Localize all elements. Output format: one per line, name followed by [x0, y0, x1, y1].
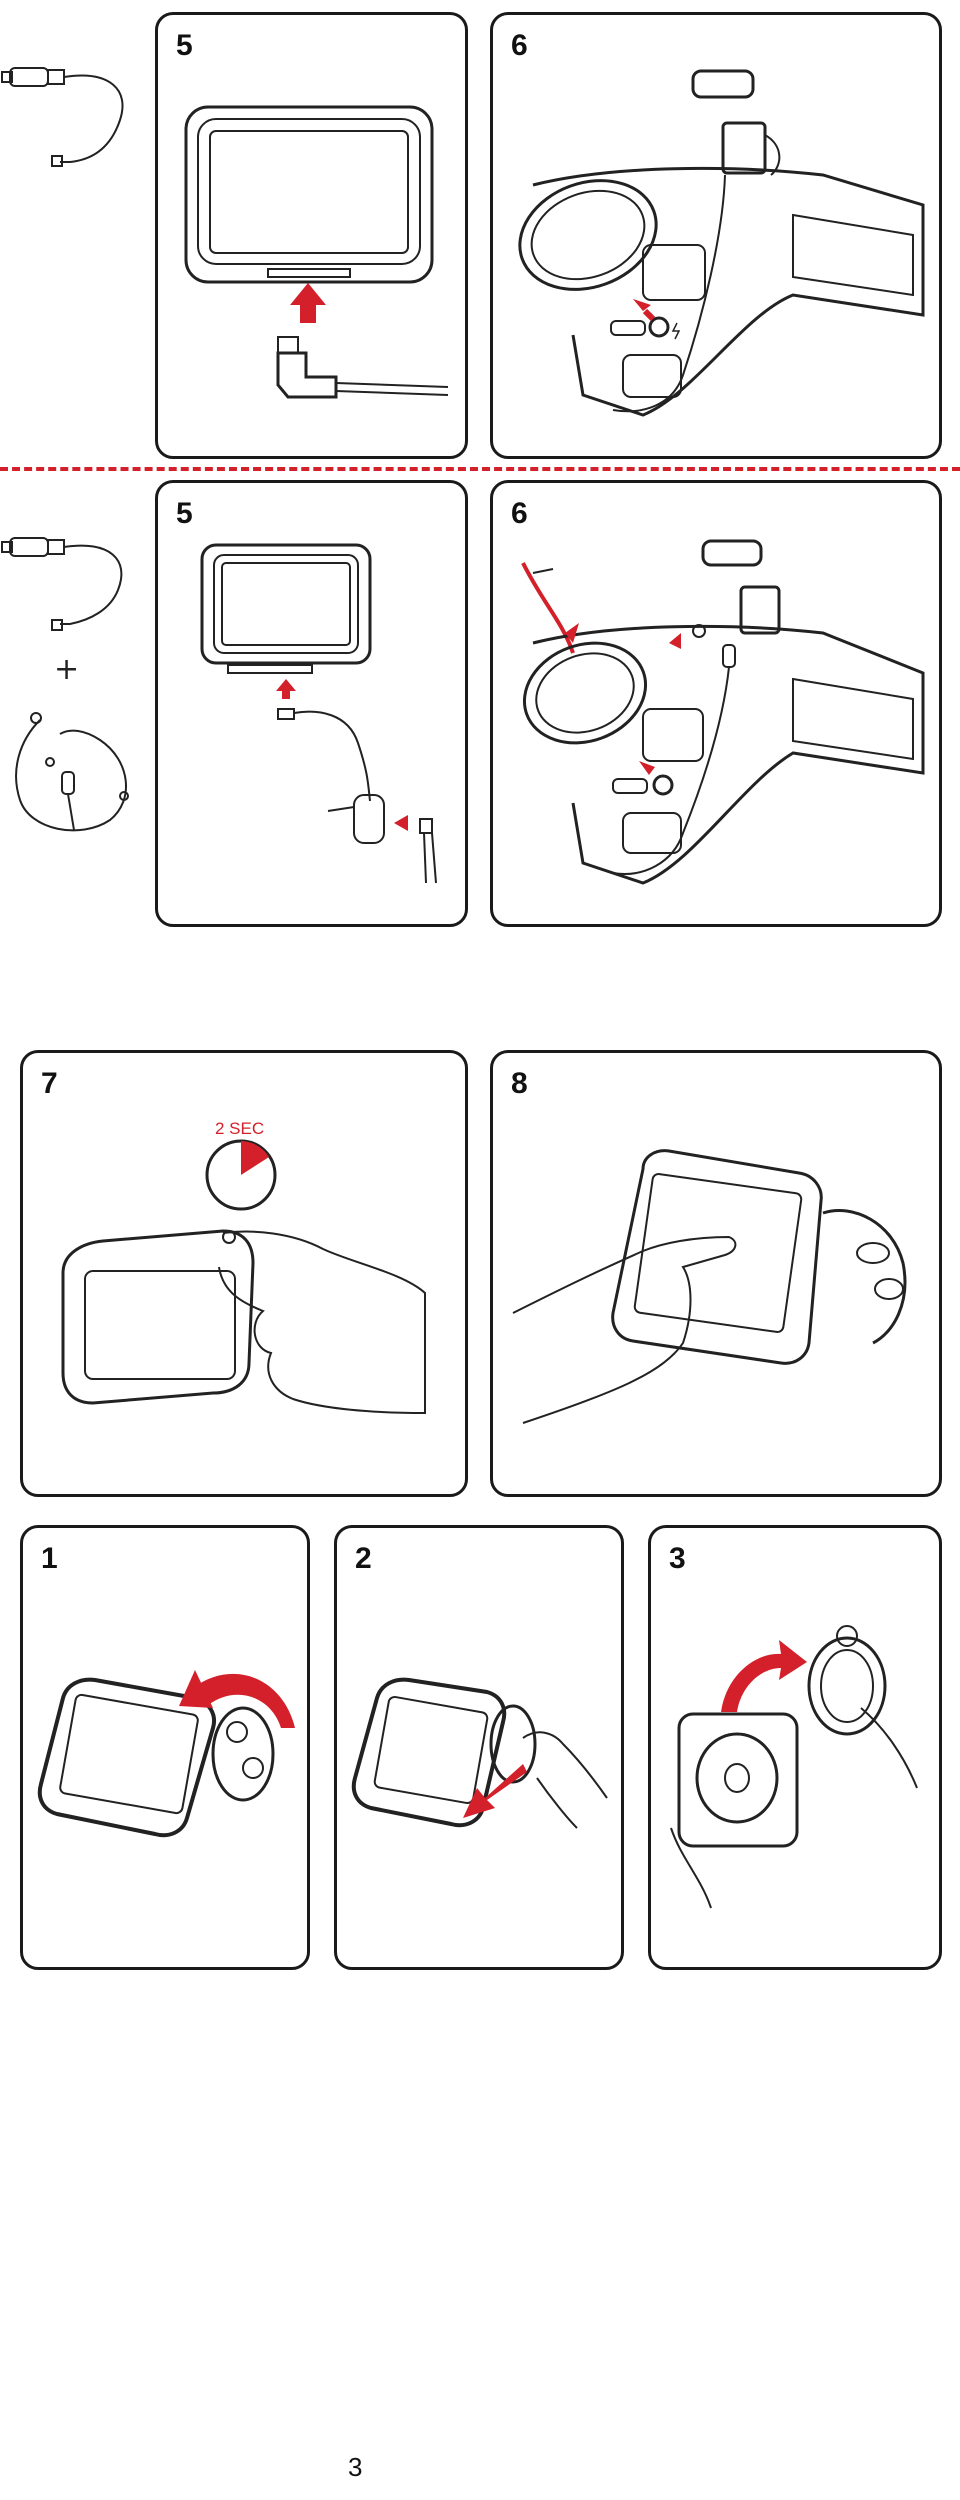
step-5-panel: 5: [155, 480, 468, 927]
step-number: 5: [176, 29, 193, 62]
touch-screen-illustration: [512, 1149, 907, 1424]
red-arrow-icon: [633, 299, 651, 311]
hand-icon: [218, 1230, 426, 1415]
red-arrow-icon: [565, 623, 579, 643]
step-6-panel: 6: [490, 12, 942, 459]
hand-icon: [522, 1731, 608, 1829]
hand-icon: [512, 1235, 737, 1424]
mount-icon: [695, 1732, 779, 1824]
release-mount-illustration: [351, 1677, 608, 1829]
step-number: 6: [511, 29, 528, 62]
step-8-panel: 8: [490, 1050, 942, 1497]
car-charger-icon: [1, 537, 123, 631]
device-with-cable-illustration: [184, 105, 449, 399]
red-arrow-icon: [276, 679, 296, 699]
antenna-cable-icon: [15, 712, 129, 832]
dashboard-illustration: [518, 69, 925, 417]
step-number: 1: [41, 1542, 58, 1575]
dashboard-illustration: [521, 539, 925, 885]
red-arrow-icon: [463, 1764, 527, 1818]
step-number: 3: [669, 1542, 686, 1575]
step-3-panel: 3: [648, 1525, 942, 1970]
car-charger-icon: [1, 67, 124, 167]
step-6-panel: 6: [490, 480, 942, 927]
red-arrow-icon: [669, 633, 681, 649]
section-divider: [0, 467, 960, 471]
step-2-panel: 2: [334, 1525, 624, 1970]
step-number: 5: [176, 497, 193, 530]
step-7-panel: 7 2 SEC: [20, 1050, 468, 1497]
hand-icon: [670, 1707, 918, 1909]
step-number: 7: [41, 1067, 58, 1100]
red-arrow-icon: [290, 283, 326, 323]
detach-mount-illustration: [670, 1625, 918, 1909]
red-arrow-icon: [721, 1640, 807, 1712]
red-arrow-icon: [394, 815, 408, 831]
red-arrow-icon: [639, 761, 655, 775]
timer-label: 2 SEC: [215, 1119, 265, 1138]
step-1-panel: 1: [20, 1525, 310, 1970]
plus-sign: +: [54, 652, 80, 687]
red-arrow-icon: [193, 1673, 295, 1728]
power-button-illustration: [61, 1139, 426, 1415]
page-number: 3: [348, 2452, 363, 2482]
tilt-device-illustration: [37, 1670, 295, 1838]
step-5-panel: 5: [155, 12, 468, 459]
step-number: 6: [511, 497, 528, 530]
step-number: 8: [511, 1067, 528, 1100]
step-number: 2: [355, 1542, 372, 1575]
device-with-antenna-illustration: [200, 543, 437, 884]
